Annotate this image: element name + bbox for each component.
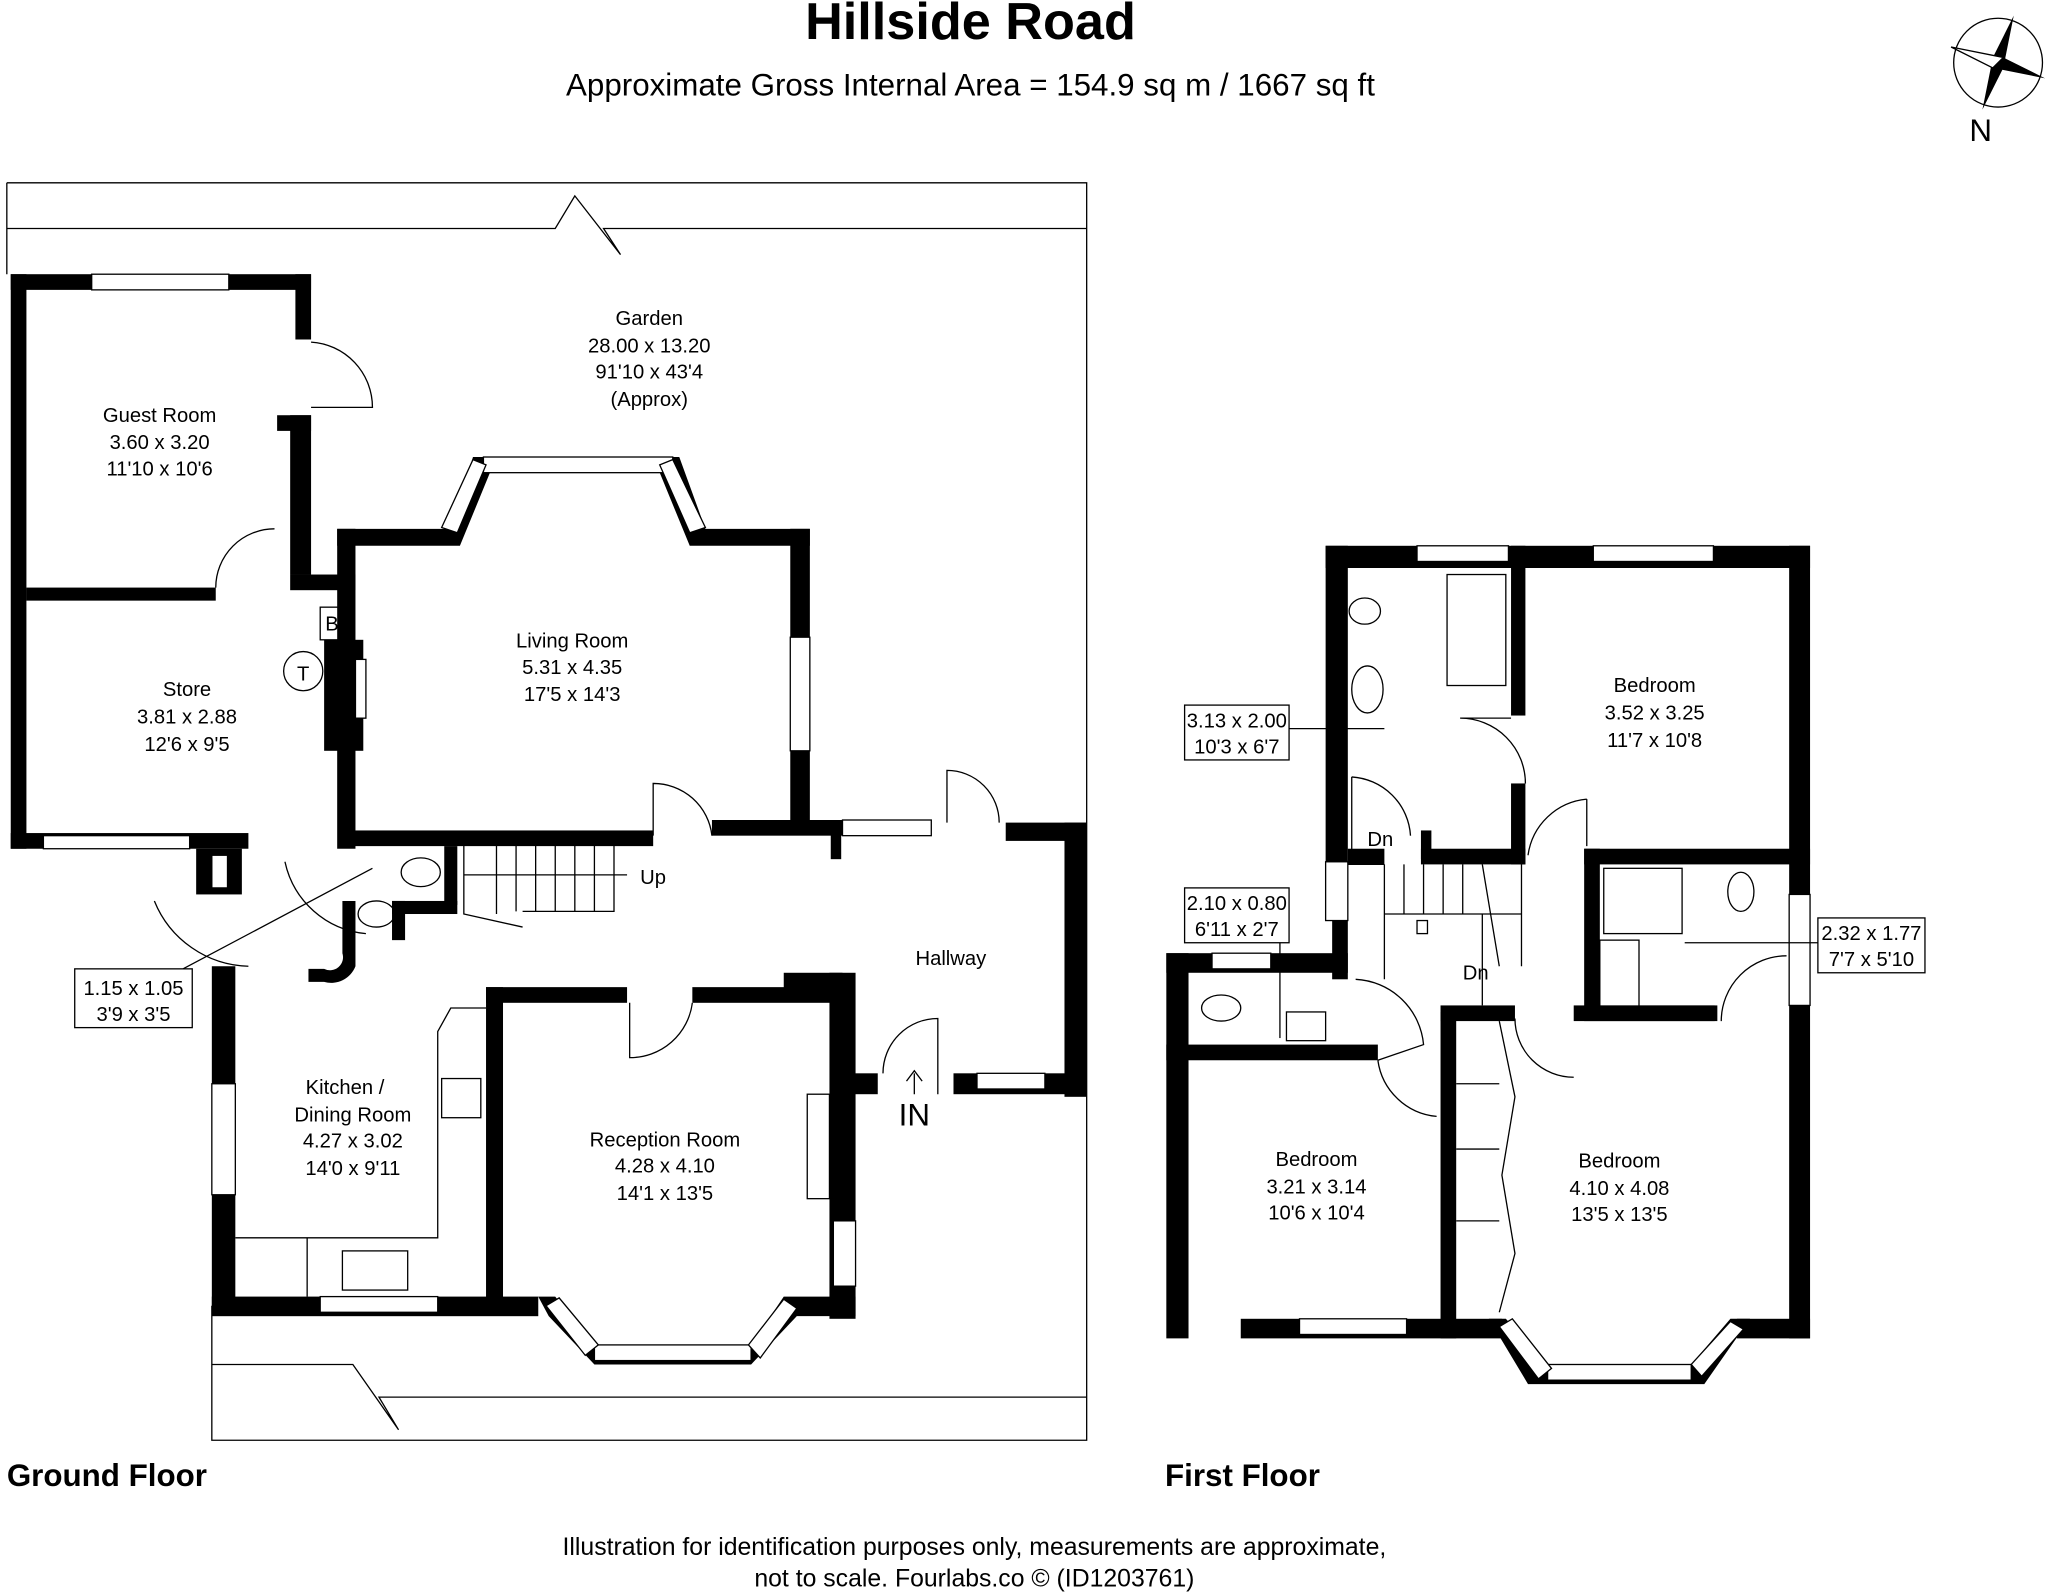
- svg-text:3.52 x 3.25: 3.52 x 3.25: [1605, 702, 1705, 724]
- svg-text:4.10 x 4.08: 4.10 x 4.08: [1569, 1178, 1669, 1200]
- callout-wc-upper-metric: 2.10 x 0.80: [1187, 893, 1287, 915]
- room-bedroom-1: Bedroom 3.52 x 3.25 11'7 x 10'8: [1605, 675, 1705, 752]
- room-guest-room: Guest Room 3.60 x 3.20 11'10 x 10'6: [103, 405, 216, 481]
- svg-text:14'0 x 9'11: 14'0 x 9'11: [305, 1158, 400, 1180]
- gross-area: Approximate Gross Internal Area = 154.9 …: [566, 67, 1375, 102]
- svg-text:3.81 x 2.88: 3.81 x 2.88: [137, 706, 237, 728]
- svg-text:11'10 x 10'6: 11'10 x 10'6: [106, 458, 212, 480]
- svg-text:12'6 x 9'5: 12'6 x 9'5: [144, 734, 229, 756]
- svg-text:14'1 x 13'5: 14'1 x 13'5: [617, 1183, 714, 1205]
- svg-text:4.27 x 3.02: 4.27 x 3.02: [303, 1131, 403, 1153]
- entrance-label: IN: [899, 1098, 930, 1133]
- disclaimer-line-2: not to scale. Fourlabs.co © (ID1203761): [754, 1565, 1194, 1592]
- callout-ensuite-imperial: 7'7 x 5'10: [1829, 949, 1914, 971]
- ground-floor-plan: B T Up IN: [6, 182, 1088, 1441]
- svg-text:3.21 x 3.14: 3.21 x 3.14: [1266, 1176, 1366, 1198]
- room-bedroom-3: Bedroom 4.10 x 4.08 13'5 x 13'5: [1569, 1150, 1669, 1226]
- disclaimer-line-1: Illustration for identification purposes…: [562, 1534, 1386, 1561]
- callout-wc-metric: 1.15 x 1.05: [83, 978, 183, 1000]
- svg-text:5.31 x 4.35: 5.31 x 4.35: [522, 657, 622, 679]
- page-title: Hillside Road: [805, 0, 1136, 51]
- svg-text:13'5 x 13'5: 13'5 x 13'5: [1571, 1204, 1668, 1226]
- first-floor-plan: Dn Dn 3.13 x 2.00 10'3 x 6'7 2.10 x 0.80…: [1166, 545, 1926, 1385]
- compass-icon: N: [1950, 15, 2046, 148]
- stairs-down-label-2: Dn: [1463, 962, 1489, 984]
- stairs-up-label: Up: [640, 867, 666, 889]
- callout-ensuite-metric: 2.32 x 1.77: [1821, 923, 1921, 945]
- ground-floor-label: Ground Floor: [7, 1458, 207, 1493]
- svg-text:Bedroom: Bedroom: [1578, 1150, 1660, 1172]
- room-reception: Reception Room 4.28 x 4.10 14'1 x 13'5: [590, 1129, 741, 1205]
- first-floor-label: First Floor: [1165, 1458, 1320, 1493]
- room-hallway: Hallway: [915, 948, 987, 970]
- svg-text:(Approx): (Approx): [610, 389, 688, 411]
- svg-text:Kitchen /: Kitchen /: [306, 1077, 385, 1099]
- callout-bathroom-metric: 3.13 x 2.00: [1187, 710, 1287, 732]
- svg-text:4.28 x 4.10: 4.28 x 4.10: [615, 1156, 715, 1178]
- svg-text:91'10 x 43'4: 91'10 x 43'4: [595, 362, 703, 384]
- svg-text:11'7 x 10'8: 11'7 x 10'8: [1607, 730, 1702, 752]
- stairs-down-label: Dn: [1367, 829, 1393, 851]
- compass-north-label: N: [1969, 113, 1992, 148]
- svg-text:Living Room: Living Room: [516, 631, 628, 653]
- callout-bathroom-imperial: 10'3 x 6'7: [1194, 736, 1279, 758]
- svg-text:Reception Room: Reception Room: [590, 1129, 741, 1151]
- svg-text:10'6 x 10'4: 10'6 x 10'4: [1268, 1203, 1365, 1225]
- boiler-label: B: [325, 614, 339, 636]
- thermostat-label: T: [297, 663, 309, 685]
- svg-text:Store: Store: [163, 679, 211, 701]
- callout-wc-imperial: 3'9 x 3'5: [96, 1004, 170, 1026]
- svg-text:Dining Room: Dining Room: [294, 1105, 411, 1127]
- svg-text:Bedroom: Bedroom: [1614, 675, 1696, 697]
- room-bedroom-2: Bedroom 3.21 x 3.14 10'6 x 10'4: [1266, 1149, 1366, 1225]
- room-kitchen-dining: Kitchen / Dining Room 4.27 x 3.02 14'0 x…: [294, 1077, 411, 1180]
- garden-boundary: [6, 182, 1088, 1441]
- room-living-room: Living Room 5.31 x 4.35 17'5 x 14'3: [516, 631, 628, 707]
- room-store: Store 3.81 x 2.88 12'6 x 9'5: [137, 679, 237, 756]
- callout-wc-upper-imperial: 6'11 x 2'7: [1195, 919, 1279, 941]
- svg-text:28.00 x 13.20: 28.00 x 13.20: [588, 336, 711, 358]
- room-garden: Garden 28.00 x 13.20 91'10 x 43'4 (Appro…: [588, 308, 711, 411]
- svg-text:Garden: Garden: [616, 308, 683, 330]
- svg-text:17'5 x 14'3: 17'5 x 14'3: [524, 684, 621, 706]
- svg-text:Guest Room: Guest Room: [103, 405, 216, 427]
- svg-text:Bedroom: Bedroom: [1275, 1149, 1357, 1171]
- svg-text:3.60 x 3.20: 3.60 x 3.20: [110, 432, 210, 454]
